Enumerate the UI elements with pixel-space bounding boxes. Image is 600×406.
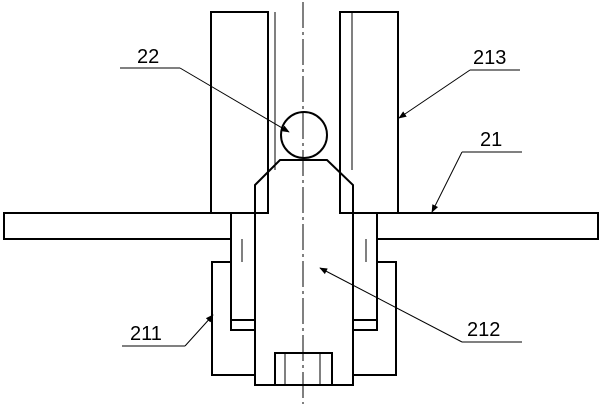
label-sleeve: 213: [473, 47, 506, 69]
cavity-walls: [230, 213, 378, 321]
collar: [211, 261, 397, 376]
base-plate-right: [376, 212, 599, 240]
label-collar: 211: [130, 323, 162, 345]
callout-pin: 212: [319, 267, 522, 343]
sleeve-wall-left: [210, 11, 269, 214]
pin: [254, 159, 354, 386]
sleeve-wall-right: [339, 11, 399, 214]
callout-sleeve: 213: [398, 47, 520, 119]
callout-collar: 211: [122, 314, 214, 347]
leader-pin-arrow: [319, 267, 463, 343]
label-plate: 21: [480, 129, 502, 151]
sleeve: [210, 11, 399, 214]
leader-plate-arrow: [431, 151, 463, 213]
ball: [280, 111, 328, 159]
leader-sleeve-arrow: [398, 69, 471, 119]
callout-plate: 21: [431, 129, 522, 213]
label-pin: 212: [467, 319, 500, 341]
collar-left: [211, 261, 256, 376]
label-ball: 22: [137, 46, 159, 68]
pin-body: [254, 159, 354, 386]
leader-collar-arrow: [184, 314, 214, 347]
collar-right: [352, 261, 397, 376]
cavity-wall-right: [353, 213, 378, 321]
cavity-wall-left: [230, 213, 255, 321]
base-plate: [3, 212, 599, 240]
base-plate-left: [3, 212, 232, 240]
callout-ball: 22: [120, 46, 290, 133]
leader-ball-arrow: [179, 67, 290, 133]
